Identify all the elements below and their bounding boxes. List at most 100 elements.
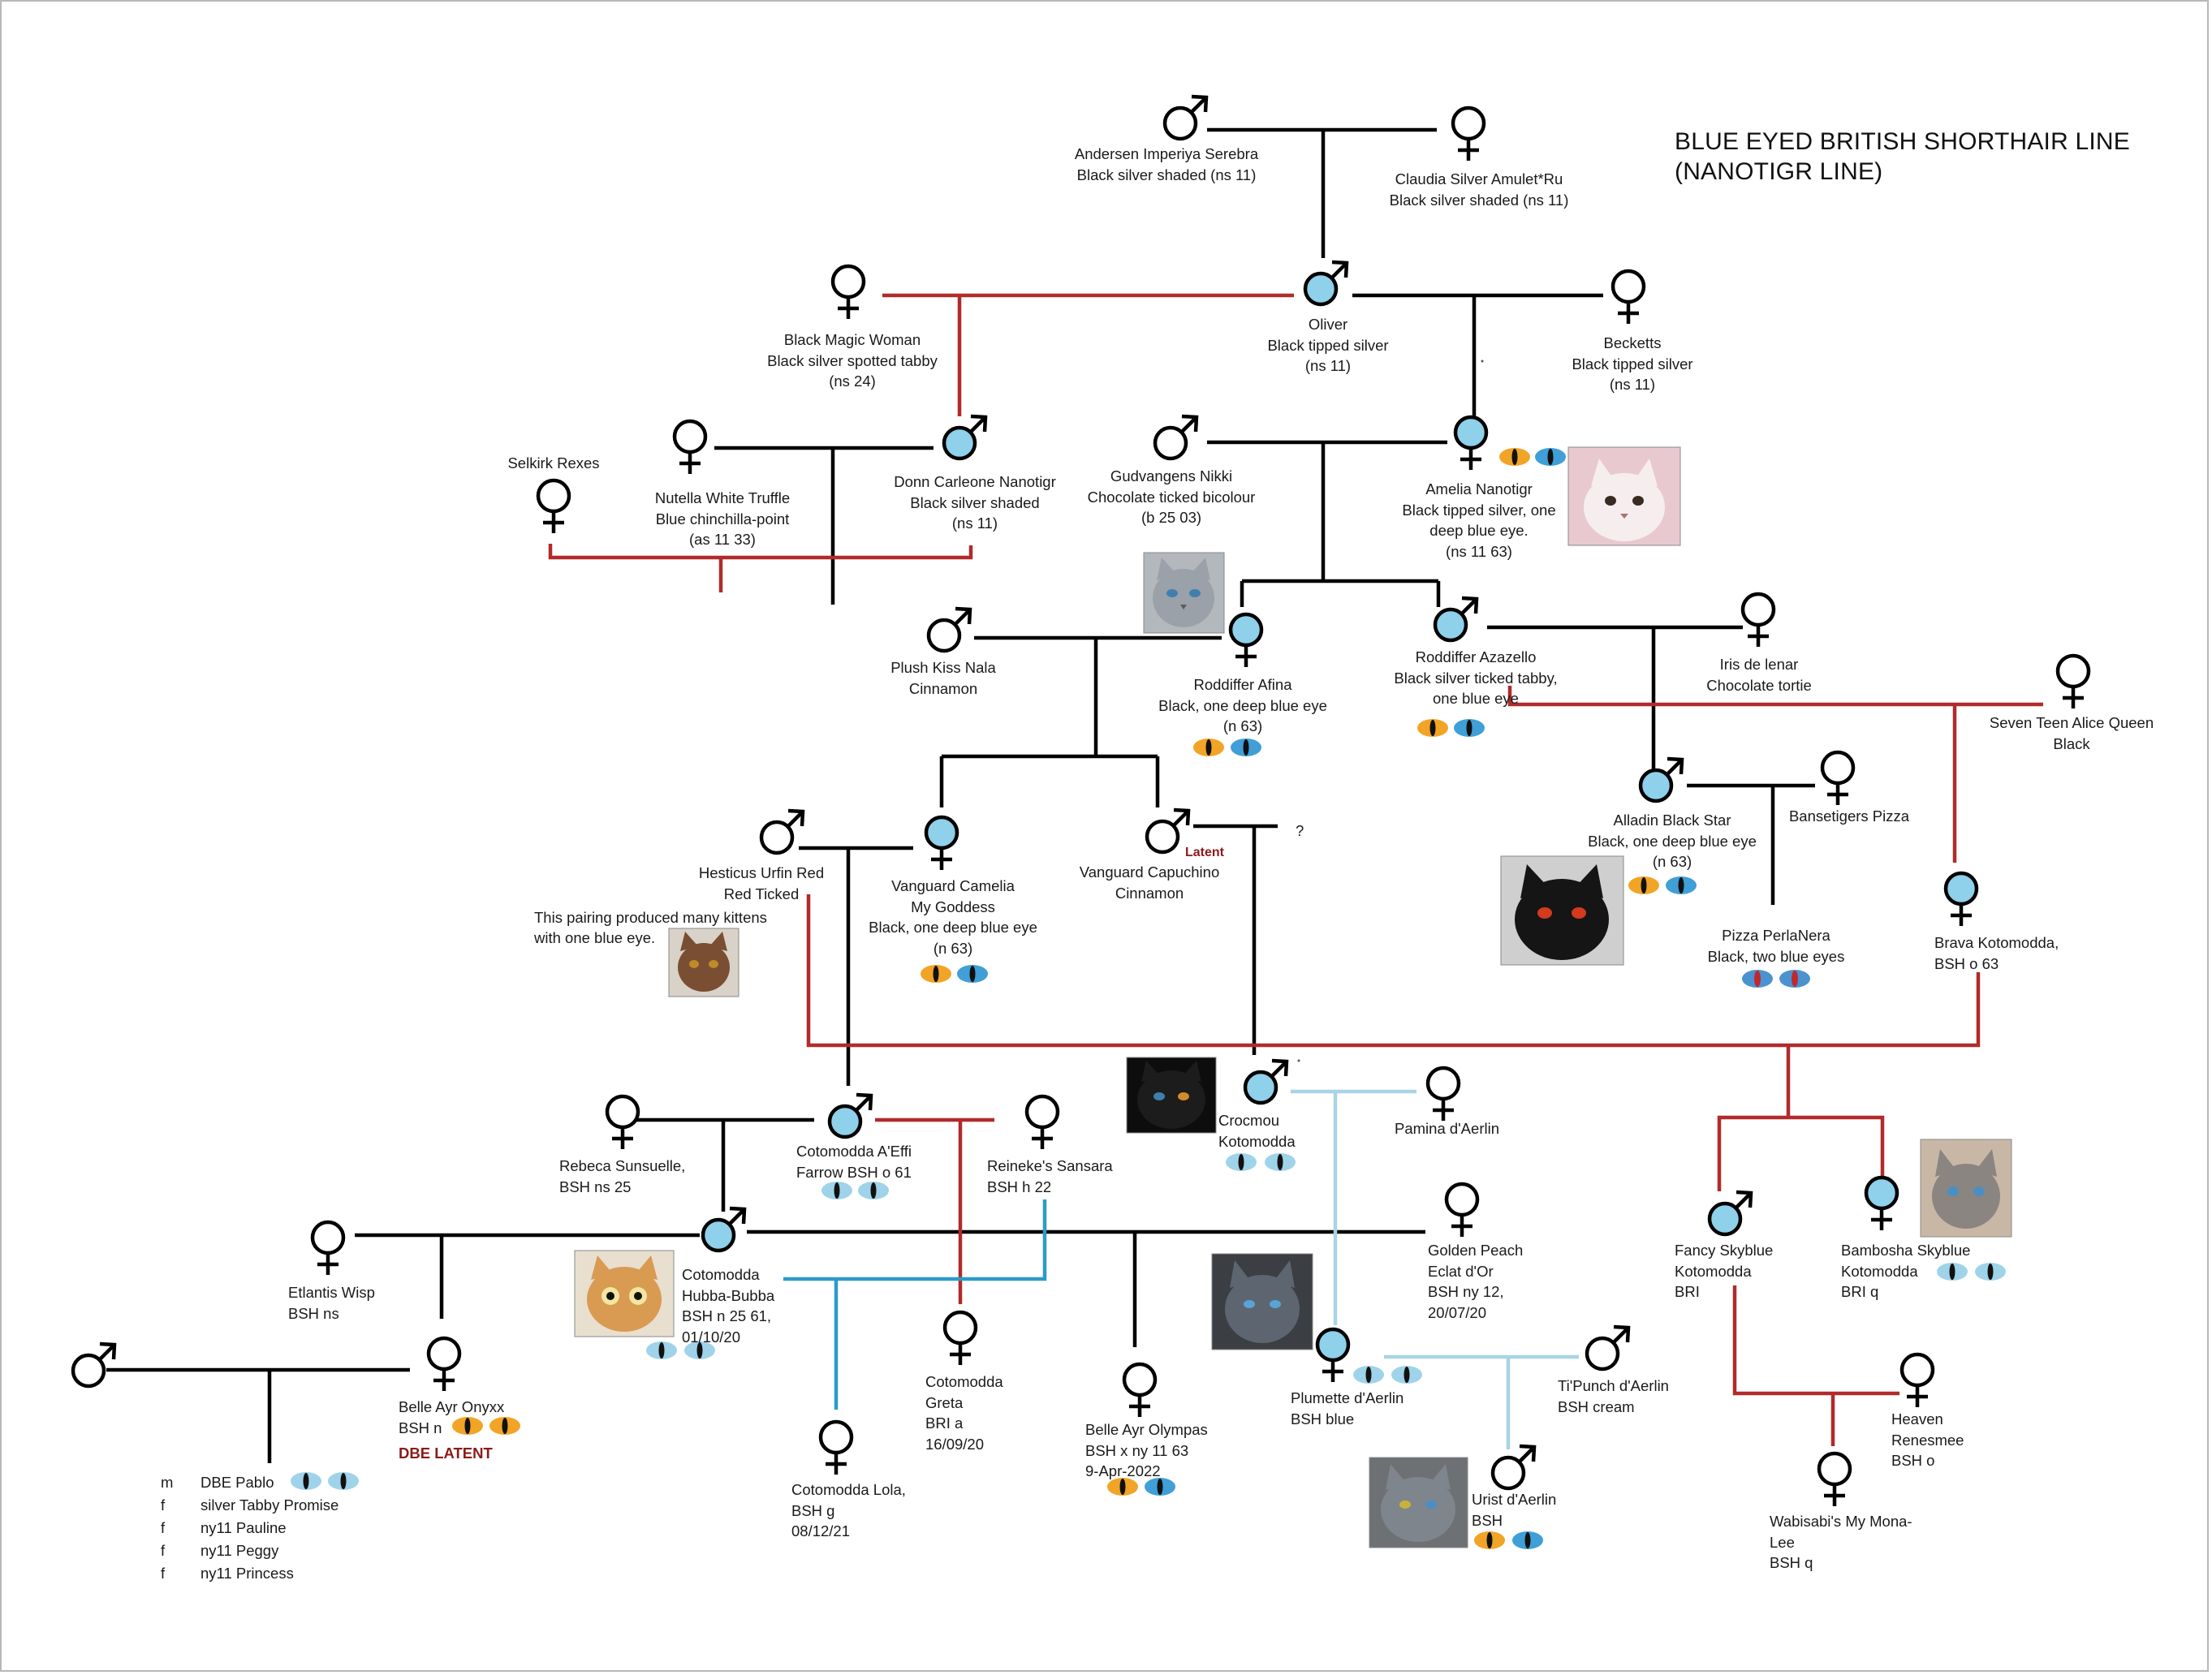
cat-label-line: Kotomodda <box>1218 1132 1296 1150</box>
cat-label-line: one blue eye <box>1433 690 1519 707</box>
diagram-title: BLUE EYED BRITISH SHORTHAIR LINE (NANOTI… <box>1675 127 2130 187</box>
cat-label-line: Reineke's Sansara <box>987 1157 1113 1174</box>
cat-label-line: Crocmou <box>1218 1112 1280 1129</box>
cat-label-line: BRI <box>1675 1283 1700 1300</box>
cat-label-line: Black <box>2053 734 2090 752</box>
cat-label-line: Vanguard Capuchino <box>1079 863 1220 881</box>
cat-label-line: Rebeca Sunsuelle, <box>559 1157 686 1174</box>
cat-label-line: Black, two blue eyes <box>1707 947 1845 965</box>
cat-label-line: Cotomodda <box>925 1373 1003 1390</box>
cat-label-line: Kotomodda <box>1841 1262 1918 1280</box>
cat-label-line: Ti'Punch d'Aerlin <box>1558 1377 1669 1394</box>
cat-photo <box>1211 1253 1313 1350</box>
cat-photos <box>574 446 2012 1548</box>
cat-label-line: Pizza PerlaNera <box>1722 927 1830 944</box>
cat-label-line: (n 63) <box>1652 853 1692 870</box>
cat-label-line: Black tipped silver <box>1267 336 1389 354</box>
cat-label-line: 08/12/21 <box>791 1522 851 1539</box>
cat-label-line: Bansetigers Pizza <box>1788 807 1910 825</box>
cat-label-line: Cotomodda <box>682 1266 760 1283</box>
cat-label-line: (n 63) <box>933 939 973 957</box>
cat-label-line: Chocolate ticked bicolour <box>1087 488 1256 506</box>
cat-label-line: Alladin Black Star <box>1613 812 1731 829</box>
cat-label-line: Black, one deep blue eye <box>869 919 1037 936</box>
cat-photo <box>1126 1057 1217 1134</box>
cat-label-line: (ns 11) <box>1304 357 1352 374</box>
cat-label-line: 20/07/20 <box>1428 1303 1487 1321</box>
dot-mark <box>1481 360 1484 363</box>
cat-label-line: Bambosha Skyblue <box>1841 1242 1971 1259</box>
cat-label-line: BSH o <box>1891 1452 1935 1469</box>
cat-label-line: Black Magic Woman <box>783 331 921 348</box>
litter-sex: f <box>161 1496 166 1514</box>
cat-label-line: with one blue eye. <box>534 929 656 946</box>
cat-photo <box>1567 446 1681 546</box>
cat-label-line: BSH q <box>1770 1554 1813 1571</box>
cat-label-line: This pairing produced many kittens <box>534 909 767 926</box>
cat-label-line: Black, one deep blue eye <box>1158 696 1327 714</box>
cat-label-line: Hubba-Bubba <box>682 1286 775 1304</box>
cat-label-line: Amelia Nanotigr <box>1425 480 1533 497</box>
cat-label-line: Cotomodda Lola, <box>791 1481 906 1498</box>
cat-label-line: deep blue eye. <box>1429 522 1529 539</box>
cat-label-line: Cinnamon <box>908 679 978 697</box>
latent-marker: Latent <box>1185 846 1224 859</box>
litter-sex: f <box>161 1565 166 1582</box>
cat-label-line: Donn Carleone Nanotigr <box>894 473 1056 490</box>
cat-label-line: Roddiffer Azazello <box>1415 648 1537 665</box>
cat-label-line: BSH h 22 <box>987 1178 1052 1195</box>
cat-label-line: Pamina d'Aerlin <box>1395 1120 1499 1137</box>
litter-name: ny11 Princess <box>201 1565 294 1582</box>
cat-label-brava: Brava Kotomodda,BSH o 63 <box>1934 932 2059 974</box>
cat-label-line: Vanguard Camelia <box>891 877 1015 894</box>
dot-mark <box>1297 1059 1300 1062</box>
cat-label-line: Claudia Silver Amulet*Ru <box>1395 170 1563 187</box>
cat-label-line: 16/09/20 <box>925 1435 985 1453</box>
cat-label-line: Becketts <box>1603 334 1662 351</box>
cat-label-line: Red Ticked <box>723 885 800 902</box>
title-line: BLUE EYED BRITISH SHORTHAIR LINE <box>1675 128 2130 155</box>
dbe-latent-label: DBE LATENT <box>399 1445 493 1462</box>
cat-label-line: Plumette d'Aerlin <box>1291 1389 1404 1406</box>
cat-label-line: BSH n 25 61, <box>682 1307 772 1324</box>
cat-photo <box>1920 1139 2012 1238</box>
cat-label-line: Blue chinchilla-point <box>655 510 790 527</box>
blue-pedigree-lines <box>783 1199 1047 1410</box>
cat-label-line: Black silver ticked tabby, <box>1394 669 1558 687</box>
cat-label-pamina: Pamina d'Aerlin <box>1395 1118 1499 1139</box>
litter-name: DBE Pablo <box>201 1474 274 1491</box>
cat-label-line: BRI a <box>925 1414 964 1432</box>
cat-label-line: Black tipped silver, one <box>1402 501 1556 519</box>
cat-label-line: BSH blue <box>1291 1410 1355 1427</box>
cat-label-line: Selkirk Rexes <box>507 454 600 471</box>
cat-label-line: (ns 11) <box>951 515 998 532</box>
cat-label-line: BSH g <box>791 1501 835 1519</box>
cat-label-line: Kotomodda <box>1675 1262 1752 1280</box>
litter-sex: f <box>161 1542 166 1559</box>
cat-label-line: BSH cream <box>1558 1397 1635 1415</box>
cat-label-line: BSH ns 25 <box>559 1178 632 1195</box>
black-pedigree-lines <box>106 127 1815 1463</box>
cat-label-line: Black silver shaded <box>910 493 1040 511</box>
litter-sex: f <box>161 1519 166 1536</box>
